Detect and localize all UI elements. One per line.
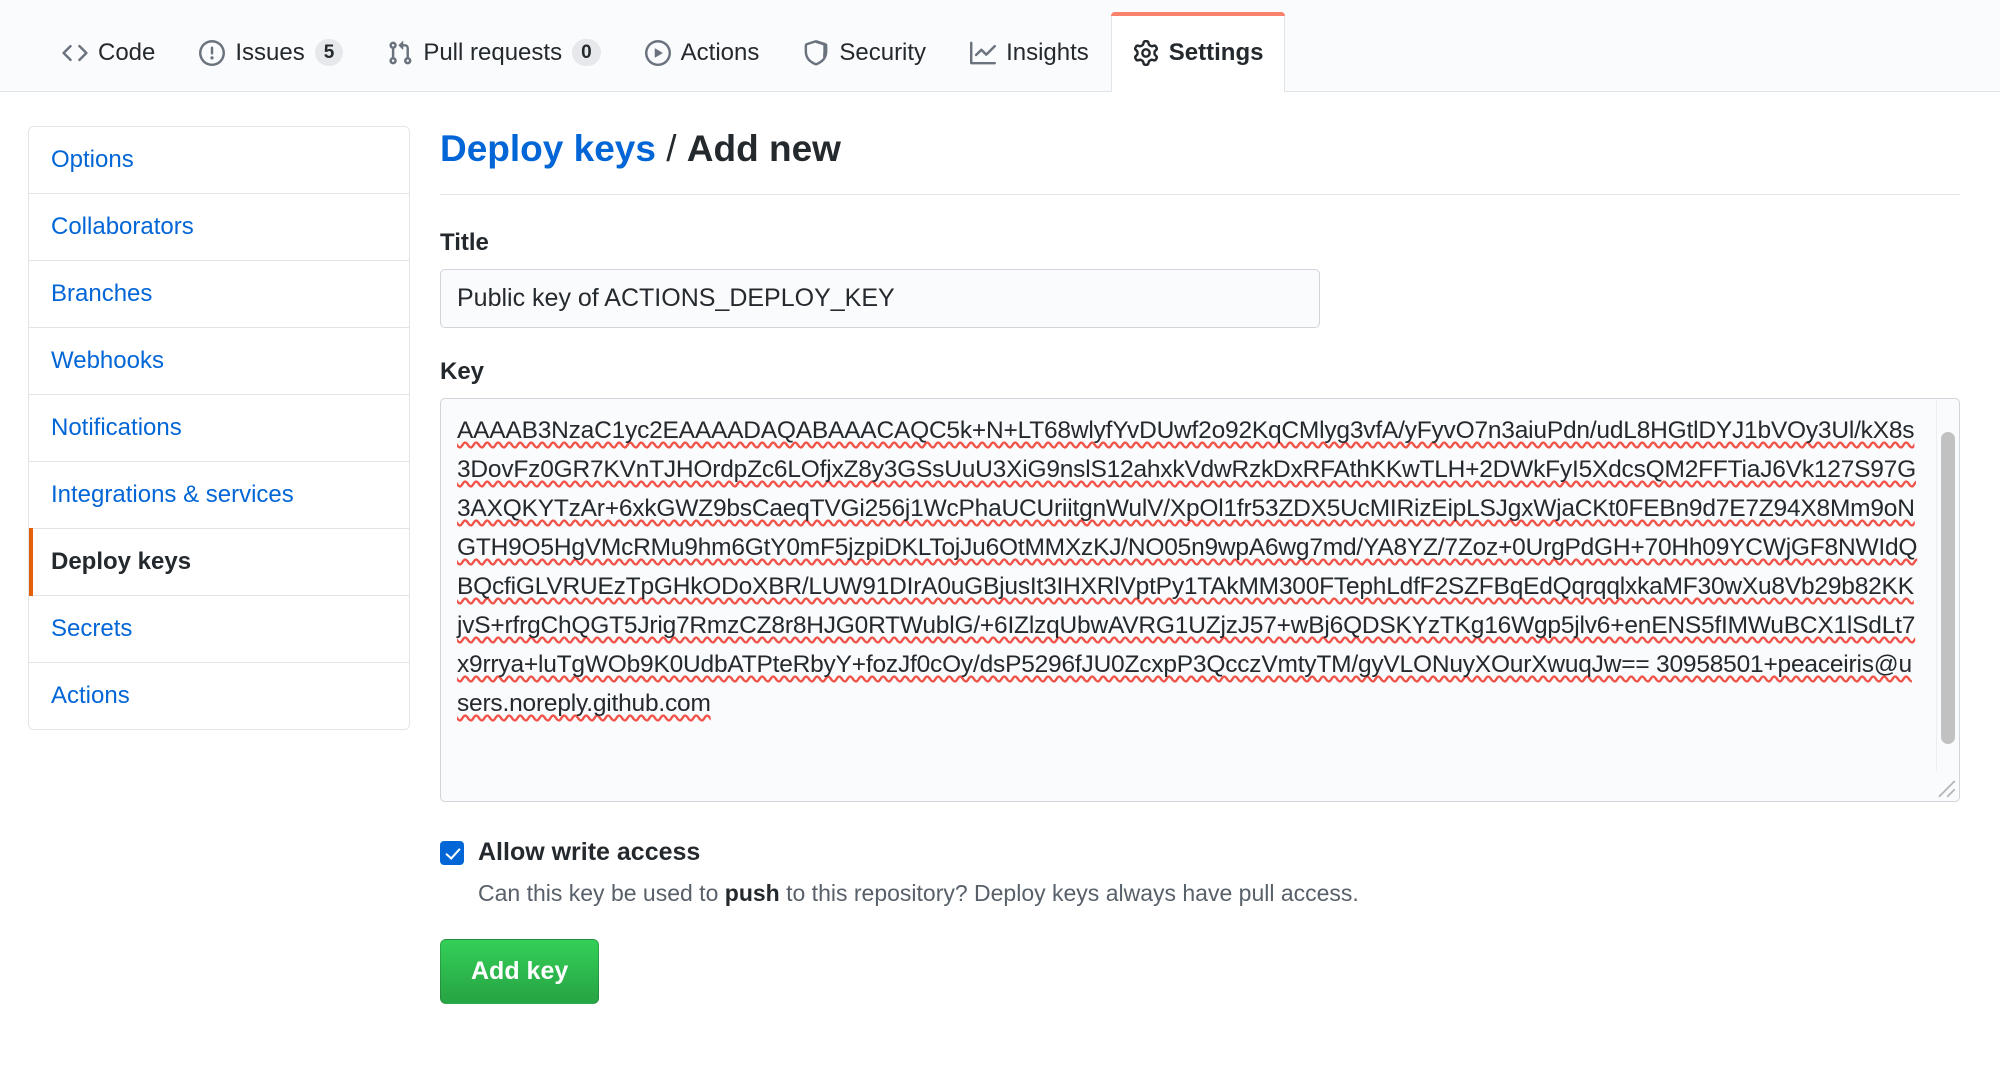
sidebar-item-actions[interactable]: Actions (29, 663, 409, 729)
title-form-group: Title (440, 229, 1960, 329)
deploy-key-form: Deploy keys / Add new Title Key AAAAB3Nz… (440, 126, 2000, 1004)
sidebar-item-collaborators[interactable]: Collaborators (29, 194, 409, 261)
key-textarea-scrollbar[interactable] (1936, 400, 1958, 772)
sidebar-item-label: Webhooks (51, 347, 164, 374)
title-label: Title (440, 229, 489, 257)
tab-label: Issues (235, 38, 305, 66)
sidebar-item-label: Secrets (51, 615, 133, 642)
sidebar-item-label: Deploy keys (51, 548, 192, 575)
tab-pull-requests[interactable]: Pull requests 0 (365, 13, 622, 91)
key-textarea-wrapper: AAAAB3NzaC1yc2EAAAADAQABAAACAQC5k+N+LT68… (440, 398, 1960, 803)
sidebar-item-notifications[interactable]: Notifications (29, 395, 409, 462)
issue-opened-icon (199, 39, 226, 66)
sidebar-item-label: Branches (51, 280, 153, 307)
tab-label: Settings (1168, 38, 1264, 66)
tab-label: Code (98, 38, 156, 66)
allow-write-access-note: Can this key be used to push to this rep… (478, 877, 1960, 909)
pull-requests-counter: 0 (572, 38, 601, 67)
tab-label: Security (839, 38, 927, 66)
git-pull-request-icon (387, 40, 413, 66)
settings-menu: Options Collaborators Branches Webhooks … (28, 126, 410, 730)
settings-sidebar: Options Collaborators Branches Webhooks … (0, 126, 440, 1004)
resize-handle-icon[interactable] (1933, 775, 1957, 799)
allow-write-access-checkbox[interactable] (440, 841, 464, 866)
add-key-button[interactable]: Add key (440, 938, 600, 1004)
tab-label: Actions (680, 38, 760, 66)
gear-icon (1133, 39, 1159, 66)
sidebar-item-deploy-keys[interactable]: Deploy keys (29, 528, 409, 596)
breadcrumb-deploy-keys-link[interactable]: Deploy keys (440, 128, 656, 169)
tab-actions[interactable]: Actions (623, 13, 782, 91)
sidebar-item-webhooks[interactable]: Webhooks (29, 328, 409, 395)
sidebar-item-label: Actions (51, 682, 130, 709)
key-form-group: Key AAAAB3NzaC1yc2EAAAADAQABAAACAQC5k+N+… (440, 358, 1960, 803)
repo-nav: Code Issues 5 Pull requests 0 Actions Se… (0, 0, 2000, 92)
tab-issues[interactable]: Issues 5 (177, 13, 365, 91)
title-input[interactable] (440, 269, 1320, 329)
note-text-after: to this repository? Deploy keys always h… (779, 879, 1359, 906)
tab-label: Insights (1006, 38, 1089, 66)
sidebar-item-integrations-and-services[interactable]: Integrations & services (29, 462, 409, 529)
graph-icon (970, 40, 997, 66)
sidebar-item-label: Options (51, 146, 134, 173)
breadcrumb-separator: / (655, 128, 687, 169)
sidebar-item-options[interactable]: Options (29, 127, 409, 194)
tab-code[interactable]: Code (40, 13, 177, 91)
note-text-before: Can this key be used to (478, 879, 725, 906)
sidebar-item-label: Integrations & services (51, 481, 294, 508)
note-text-bold: push (724, 879, 780, 906)
sidebar-item-label: Notifications (51, 414, 182, 441)
tab-security[interactable]: Security (781, 13, 948, 91)
key-textarea[interactable]: AAAAB3NzaC1yc2EAAAADAQABAAACAQC5k+N+LT68… (457, 417, 1918, 718)
shield-icon (803, 39, 829, 66)
tab-label: Pull requests (423, 38, 563, 66)
issues-counter: 5 (314, 38, 344, 67)
allow-write-access-row: Allow write access (440, 836, 1960, 869)
sidebar-item-branches[interactable]: Branches (29, 261, 409, 328)
page-title: Deploy keys / Add new (440, 126, 1960, 196)
scrollbar-thumb[interactable] (1941, 432, 1955, 745)
breadcrumb-current: Add new (686, 128, 841, 169)
tab-settings[interactable]: Settings (1110, 12, 1286, 92)
play-icon (644, 39, 671, 66)
sidebar-item-label: Collaborators (51, 213, 194, 240)
sidebar-item-secrets[interactable]: Secrets (29, 596, 409, 663)
code-icon (62, 40, 88, 66)
tab-insights[interactable]: Insights (948, 13, 1111, 91)
settings-page: Options Collaborators Branches Webhooks … (0, 92, 2000, 1004)
key-label: Key (440, 358, 485, 386)
allow-write-access-label[interactable]: Allow write access (478, 838, 701, 867)
